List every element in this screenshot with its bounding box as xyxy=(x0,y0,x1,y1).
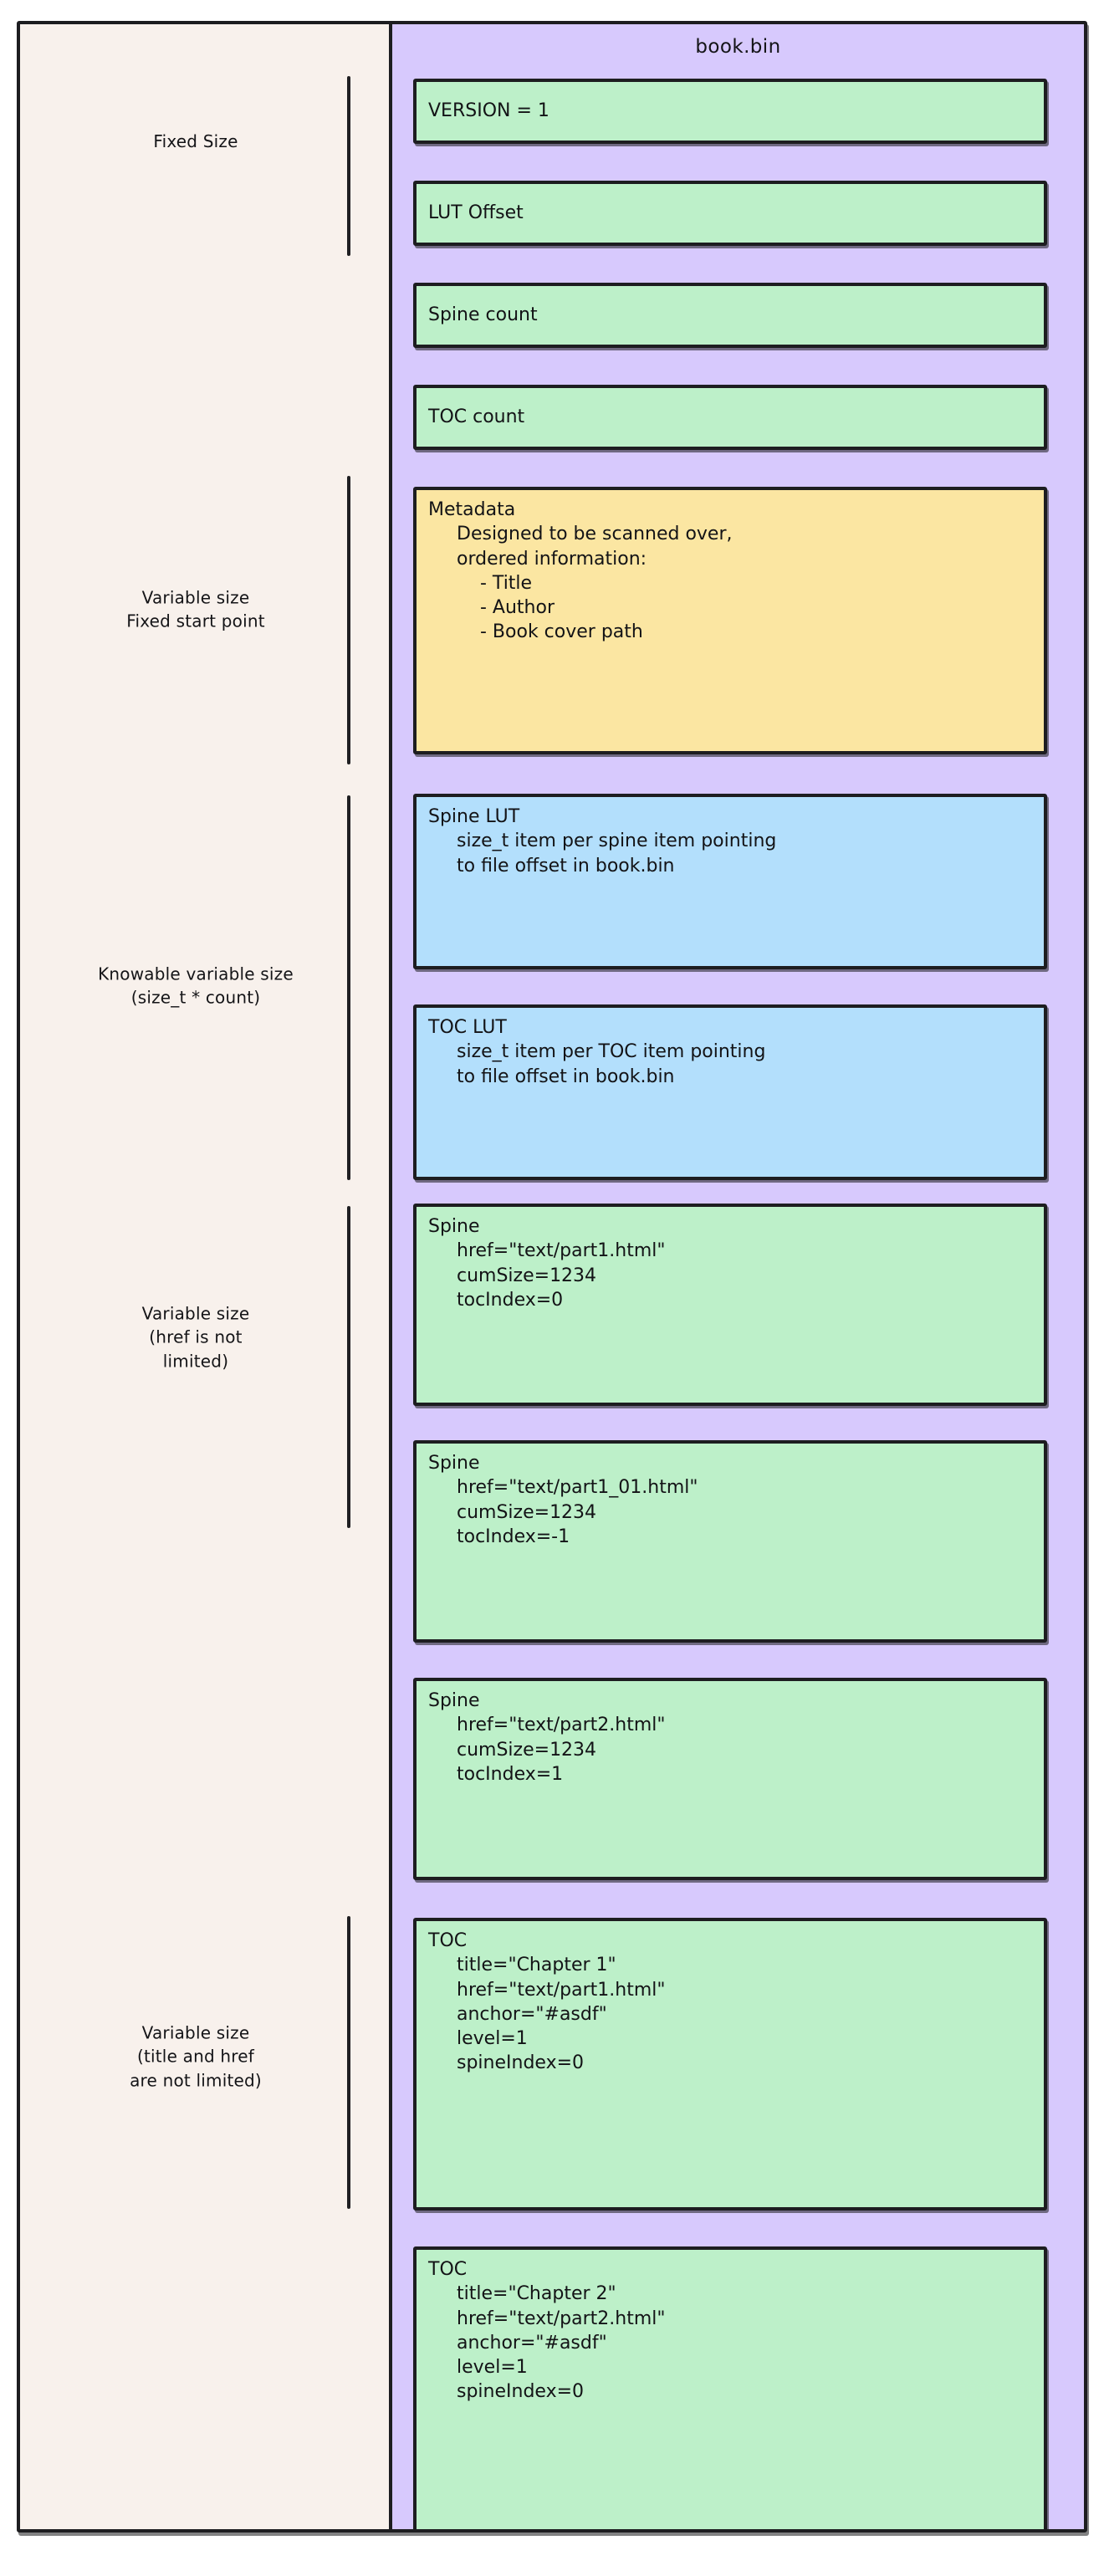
record-spine-3-cumsize: cumSize=1234 xyxy=(457,1739,597,1761)
record-spine-lut: Spine LUT size_t item per spine item poi… xyxy=(413,794,1047,969)
record-toc-lut-line-2: to file offset in book.bin xyxy=(457,1066,675,1087)
brace-variable-href xyxy=(347,1206,350,1528)
record-toc-1-title-attr: title="Chapter 1" xyxy=(457,1955,616,1976)
record-spine-count-label: Spine count xyxy=(428,304,538,326)
record-spine-2-title: Spine xyxy=(428,1453,480,1474)
annotation-fixed-size: Fixed Size xyxy=(153,130,238,151)
record-spine-3-href: href="text/part2.html" xyxy=(457,1715,666,1736)
record-toc-1-spineindex: spineIndex=0 xyxy=(457,2052,585,2074)
record-lut-offset: LUT Offset xyxy=(413,181,1047,246)
record-metadata-title: Metadata xyxy=(428,499,516,520)
record-version-label: VERSION = 1 xyxy=(428,100,549,122)
book-bin-layout-diagram: Fixed Size Variable size Fixed start poi… xyxy=(17,21,1087,2533)
record-metadata-item-title: - Title xyxy=(480,572,533,594)
record-spine-3: Spine href="text/part2.html" cumSize=123… xyxy=(413,1678,1047,1880)
brace-fixed-size xyxy=(347,76,350,256)
record-spine-2-tocindex: tocIndex=-1 xyxy=(457,1526,570,1547)
record-spine-2-href: href="text/part1_01.html" xyxy=(457,1477,698,1499)
brace-variable-fixed-start xyxy=(347,476,350,764)
record-toc-1-level: level=1 xyxy=(457,2028,528,2049)
record-metadata-line-2: ordered information: xyxy=(457,548,647,570)
record-spine-3-title: Spine xyxy=(428,1690,480,1711)
brace-variable-title-href xyxy=(347,1916,350,2209)
record-toc-2-anchor: anchor="#asdf" xyxy=(457,2332,607,2354)
annotation-variable-href: Variable size (href is not limited) xyxy=(141,1303,250,1372)
record-toc-lut-title: TOC LUT xyxy=(428,1017,507,1038)
record-spine-3-tocindex: tocIndex=1 xyxy=(457,1763,564,1785)
record-spine-1-href: href="text/part1.html" xyxy=(457,1240,666,1262)
record-toc-count: TOC count xyxy=(413,385,1047,450)
record-spine-2-cumsize: cumSize=1234 xyxy=(457,1501,597,1523)
record-toc-2-spineindex: spineIndex=0 xyxy=(457,2381,585,2403)
annotation-variable-fixed-start: Variable size Fixed start point xyxy=(126,587,265,631)
file-title: book.bin xyxy=(695,36,781,58)
record-toc-lut-line-1: size_t item per TOC item pointing xyxy=(457,1041,766,1063)
record-spine-1: Spine href="text/part1.html" cumSize=123… xyxy=(413,1204,1047,1406)
record-metadata: Metadata Designed to be scanned over, or… xyxy=(413,487,1047,754)
file-column: book.bin VERSION = 1 LUT Offset Spine co… xyxy=(392,24,1084,2529)
record-toc-2-level: level=1 xyxy=(457,2357,528,2378)
record-toc-2-title: TOC xyxy=(428,2259,468,2280)
record-metadata-item-cover-path: - Book cover path xyxy=(480,621,643,643)
record-toc-2-title-attr: title="Chapter 2" xyxy=(457,2283,616,2305)
record-lut-offset-label: LUT Offset xyxy=(428,202,524,224)
annotation-column: Fixed Size Variable size Fixed start poi… xyxy=(20,24,392,2529)
record-toc-1-title: TOC xyxy=(428,1930,468,1951)
record-toc-2: TOC title="Chapter 2" href="text/part2.h… xyxy=(413,2246,1047,2529)
annotation-variable-title-href: Variable size (title and href are not li… xyxy=(130,2022,262,2091)
record-toc-count-label: TOC count xyxy=(428,406,525,428)
record-version: VERSION = 1 xyxy=(413,79,1047,144)
brace-knowable-variable xyxy=(347,795,350,1180)
record-spine-1-title: Spine xyxy=(428,1216,480,1237)
record-spine-lut-line-2: to file offset in book.bin xyxy=(457,855,675,877)
record-spine-1-tocindex: tocIndex=0 xyxy=(457,1289,564,1311)
annotation-knowable-variable: Knowable variable size (size_t * count) xyxy=(98,963,294,1008)
record-spine-count: Spine count xyxy=(413,283,1047,348)
record-toc-lut: TOC LUT size_t item per TOC item pointin… xyxy=(413,1004,1047,1180)
record-spine-1-cumsize: cumSize=1234 xyxy=(457,1265,597,1286)
record-toc-1-href: href="text/part1.html" xyxy=(457,1979,666,2001)
record-metadata-item-author: - Author xyxy=(480,597,555,618)
record-toc-1-anchor: anchor="#asdf" xyxy=(457,2003,607,2025)
record-spine-2: Spine href="text/part1_01.html" cumSize=… xyxy=(413,1440,1047,1643)
record-toc-1: TOC title="Chapter 1" href="text/part1.h… xyxy=(413,1918,1047,2211)
record-metadata-line-1: Designed to be scanned over, xyxy=(457,524,733,545)
record-spine-lut-line-1: size_t item per spine item pointing xyxy=(457,831,777,852)
record-toc-2-href: href="text/part2.html" xyxy=(457,2308,666,2329)
record-spine-lut-title: Spine LUT xyxy=(428,806,520,827)
